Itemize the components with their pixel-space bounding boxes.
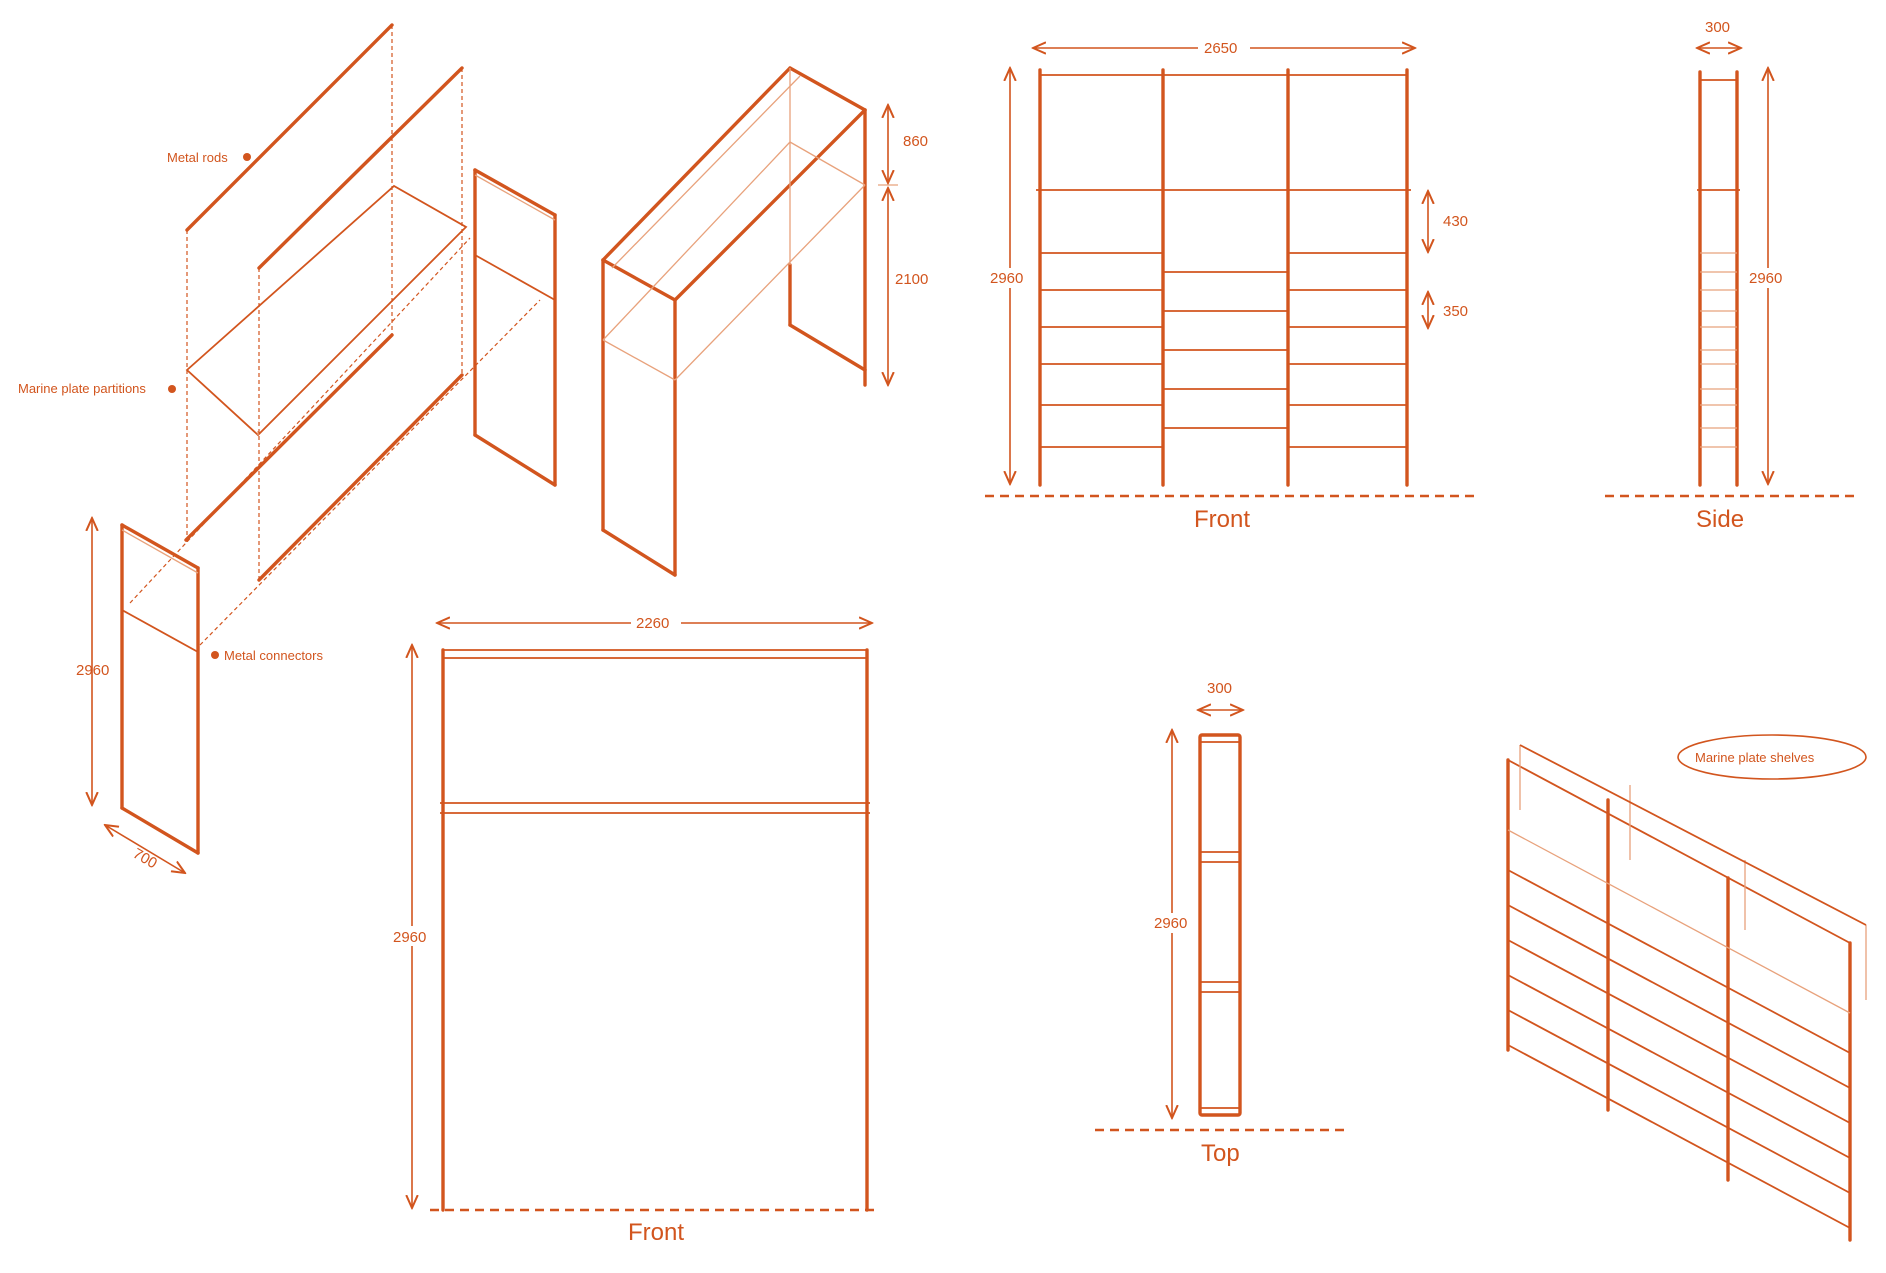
iso-shelf [1507, 1009, 1851, 1194]
front-gap-upper-dim: 430 [1443, 213, 1468, 230]
iso-bottom-dim: 2100 [895, 271, 928, 288]
explode-height-dim: 2960 [76, 662, 109, 679]
iso-shelf [1507, 1044, 1851, 1229]
assembled-iso-view: 860 2100 [601, 66, 928, 577]
front-elevation-single: 2260 2960 Front [390, 613, 880, 1246]
front-shelves-left [1040, 252, 1163, 448]
side-elevation: 300 2960 Side [1605, 19, 1860, 533]
front-height-dim: 2960 [990, 270, 1023, 287]
front-shelves-middle [1163, 271, 1288, 429]
front2-width-dim: 2260 [636, 615, 669, 632]
metal-rods-label: Metal rods [167, 150, 228, 165]
front-elevation: 2650 2960 430 350 Front [985, 38, 1475, 533]
top-view-title: Top [1201, 1140, 1240, 1167]
front2-height-dim: 2960 [393, 929, 426, 946]
front-width-dim: 2650 [1204, 40, 1237, 57]
top-view: 300 2960 Top [1095, 680, 1350, 1167]
end-frame-left [120, 523, 200, 855]
front2-view-title: Front [628, 1219, 684, 1246]
marine-shelves-callout [1677, 734, 1867, 780]
end-frame-right [473, 168, 557, 487]
iso-shelf [1507, 869, 1851, 1054]
metal-rods-dot [243, 153, 251, 161]
marine-shelves-label: Marine plate shelves [1695, 750, 1815, 765]
side-depth-dim: 300 [1705, 19, 1730, 36]
side-view-title: Side [1696, 506, 1744, 533]
iso-shelf [1507, 904, 1851, 1089]
exploded-view: Metal rods Marine plate partitions Metal… [18, 23, 557, 873]
metal-connectors-dot [211, 651, 219, 659]
top-depth-dim: 300 [1207, 680, 1232, 697]
front-view-title: Front [1194, 506, 1250, 533]
front-gap-lower-dim: 350 [1443, 303, 1468, 320]
marine-partitions-label: Marine plate partitions [18, 381, 146, 396]
iso-shelf [1507, 974, 1851, 1159]
metal-connectors-label: Metal connectors [224, 648, 323, 663]
iso-shelving-view [1506, 744, 1867, 1242]
top-height-dim: 2960 [1154, 915, 1187, 932]
marine-partitions-dot [168, 385, 176, 393]
iso-shelf [1507, 939, 1851, 1124]
iso-top-dim: 860 [903, 133, 928, 150]
explode-depth-dim: 700 [130, 845, 160, 872]
front-shelves-right [1288, 252, 1407, 448]
side-height-dim: 2960 [1749, 270, 1782, 287]
